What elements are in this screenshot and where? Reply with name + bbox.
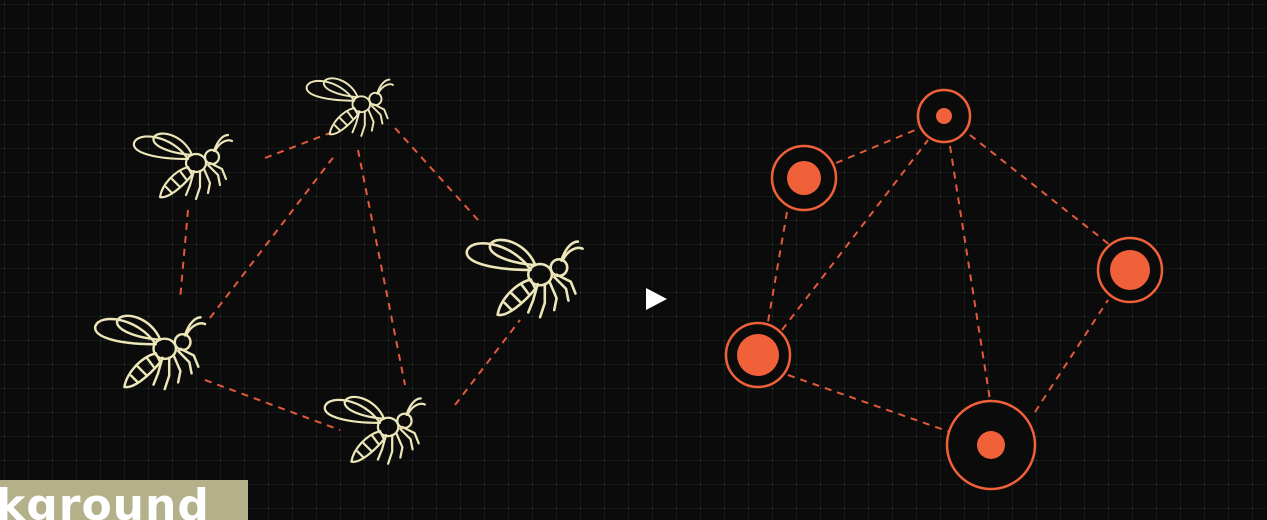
caption-text: kground bbox=[0, 480, 210, 520]
node-link bbox=[767, 211, 788, 323]
node-link bbox=[835, 127, 921, 164]
node bbox=[770, 144, 838, 212]
node-link bbox=[949, 145, 991, 401]
bee-link bbox=[204, 379, 341, 431]
node bbox=[724, 321, 792, 389]
bee-links bbox=[179, 127, 521, 431]
bee-link bbox=[357, 149, 406, 386]
node-link bbox=[787, 374, 951, 433]
bee-link bbox=[454, 319, 521, 406]
node-link bbox=[1034, 299, 1109, 413]
bee-network bbox=[93, 77, 584, 465]
play-arrow-icon bbox=[646, 288, 667, 310]
node bbox=[916, 88, 972, 144]
node-network bbox=[724, 88, 1164, 491]
bee-link bbox=[179, 209, 189, 301]
node bbox=[1096, 236, 1164, 304]
node-links bbox=[767, 127, 1111, 433]
node-link bbox=[781, 139, 929, 331]
caption-box: kground bbox=[0, 480, 248, 520]
bee-link bbox=[264, 132, 331, 159]
node-link bbox=[969, 134, 1111, 246]
node bbox=[945, 399, 1037, 491]
bee-link bbox=[209, 154, 336, 319]
